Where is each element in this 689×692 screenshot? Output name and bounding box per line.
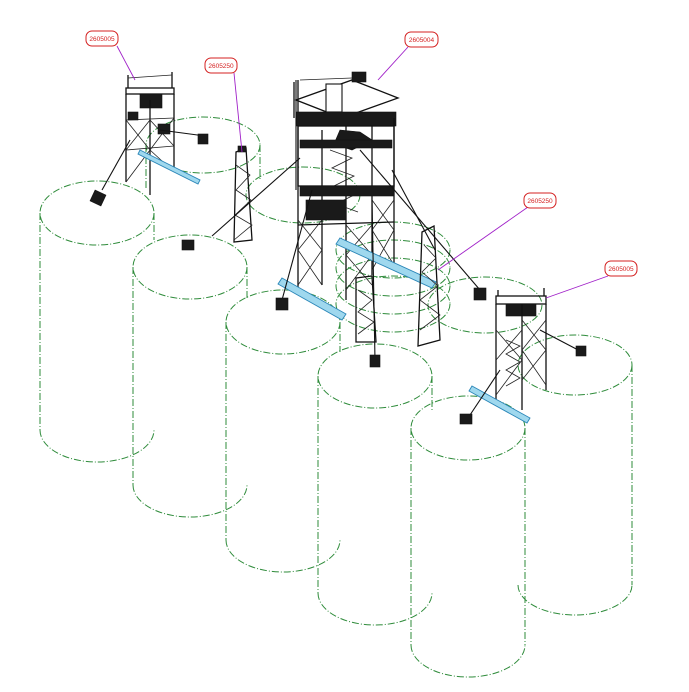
truss-tower [417, 224, 441, 347]
right-tower [459, 288, 587, 425]
silo [225, 289, 341, 573]
support-beam [277, 277, 347, 321]
tag-label: 2605004 [409, 37, 435, 44]
silo [427, 276, 543, 334]
tag-label: 2605250 [208, 63, 234, 70]
equipment-tag: 2605005 [604, 260, 638, 277]
truss-tower [233, 145, 253, 243]
silo [410, 395, 526, 678]
silo [39, 180, 155, 463]
truss-tower [355, 275, 377, 343]
tag-label: 2605005 [89, 36, 115, 43]
support-beam [468, 385, 531, 424]
callout-tags: 2605005 2605250 2605004 2605250 2605005 [85, 30, 638, 299]
silo-group [39, 116, 633, 678]
silo [517, 334, 633, 616]
tag-label: 2605005 [608, 266, 634, 273]
support-beam [137, 149, 201, 185]
equipment-tag: 2605004 [404, 31, 439, 48]
support-beam [335, 237, 437, 289]
equipment-tag: 2605250 [204, 57, 238, 74]
silo [317, 343, 433, 626]
equipment-tag: 2605250 [523, 192, 557, 209]
silo [335, 221, 451, 333]
equipment-tag: 2605005 [85, 30, 119, 47]
main-tower [181, 71, 487, 368]
tag-label: 2605250 [527, 198, 553, 205]
left-tower [89, 72, 209, 207]
silo [132, 234, 248, 518]
